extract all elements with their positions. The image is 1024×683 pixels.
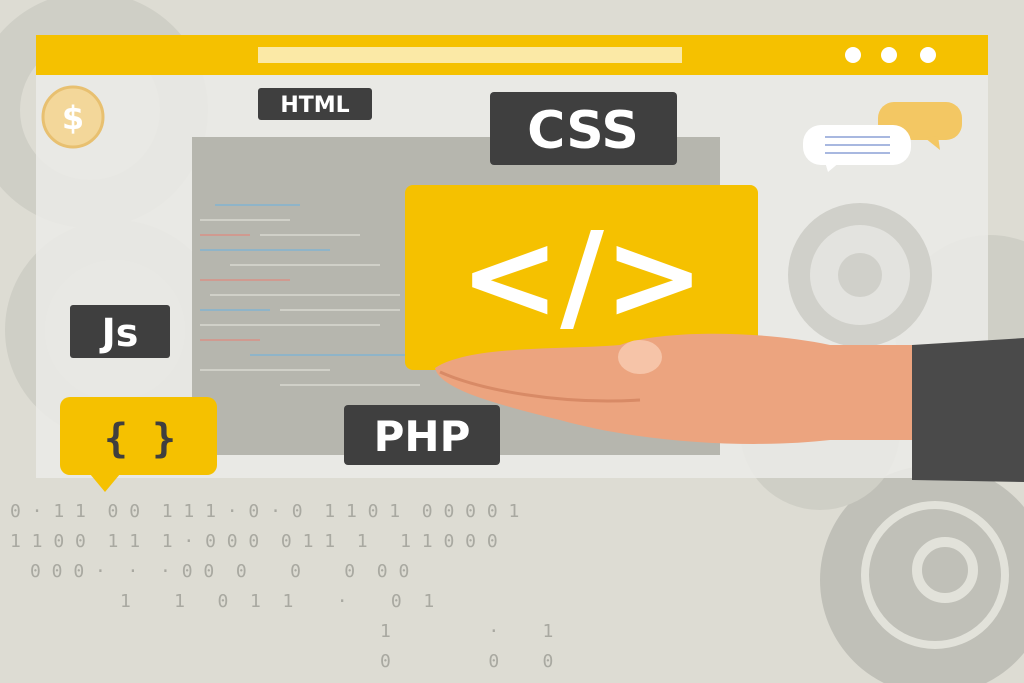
- code-tag-card: </>: [405, 185, 758, 370]
- window-dot: [920, 47, 936, 63]
- css-label: CSS: [490, 92, 677, 165]
- code-tag-icon: </>: [460, 208, 705, 347]
- sleeve: [912, 338, 1024, 482]
- svg-text:HTML: HTML: [280, 93, 349, 118]
- window-dot: [881, 47, 897, 63]
- binary-row: 1 · 1: [380, 621, 553, 642]
- svg-text:CSS: CSS: [527, 101, 639, 161]
- dollar-sign: $: [62, 99, 84, 137]
- window-dot: [845, 47, 861, 63]
- coin-icon: $: [41, 85, 105, 149]
- address-bar: [258, 47, 682, 63]
- hand-illustration: [435, 333, 1024, 482]
- binary-row: 1 1 0 1 1 · 0 1: [120, 591, 434, 612]
- binary-code-background: 0 · 1 1 0 0 1 1 1 · 0 · 0 1 1 0 1 0 0 0 …: [10, 501, 553, 672]
- gear-icon-bottom-right: [820, 465, 1024, 683]
- binary-row: 0 · 1 1 0 0 1 1 1 · 0 · 0 1 1 0 1 0 0 0 …: [10, 501, 519, 522]
- php-label: PHP: [344, 405, 500, 465]
- binary-row: 0 0 0: [380, 651, 553, 672]
- braces-bubble: { }: [60, 397, 217, 492]
- chat-bubble-icon: [803, 102, 962, 172]
- gear-icon-window: [788, 203, 932, 347]
- svg-text:PHP: PHP: [374, 412, 471, 461]
- binary-row: 1 1 0 0 1 1 1 · 0 0 0 0 1 1 1 1 1 0 0 0: [10, 531, 498, 552]
- binary-row: 0 0 0 · · · 0 0 0 0 0 0 0: [30, 561, 409, 582]
- js-label: Js: [70, 305, 170, 358]
- html-label: HTML: [258, 88, 372, 120]
- svg-text:{ }: { }: [104, 416, 176, 462]
- svg-text:Js: Js: [99, 311, 139, 355]
